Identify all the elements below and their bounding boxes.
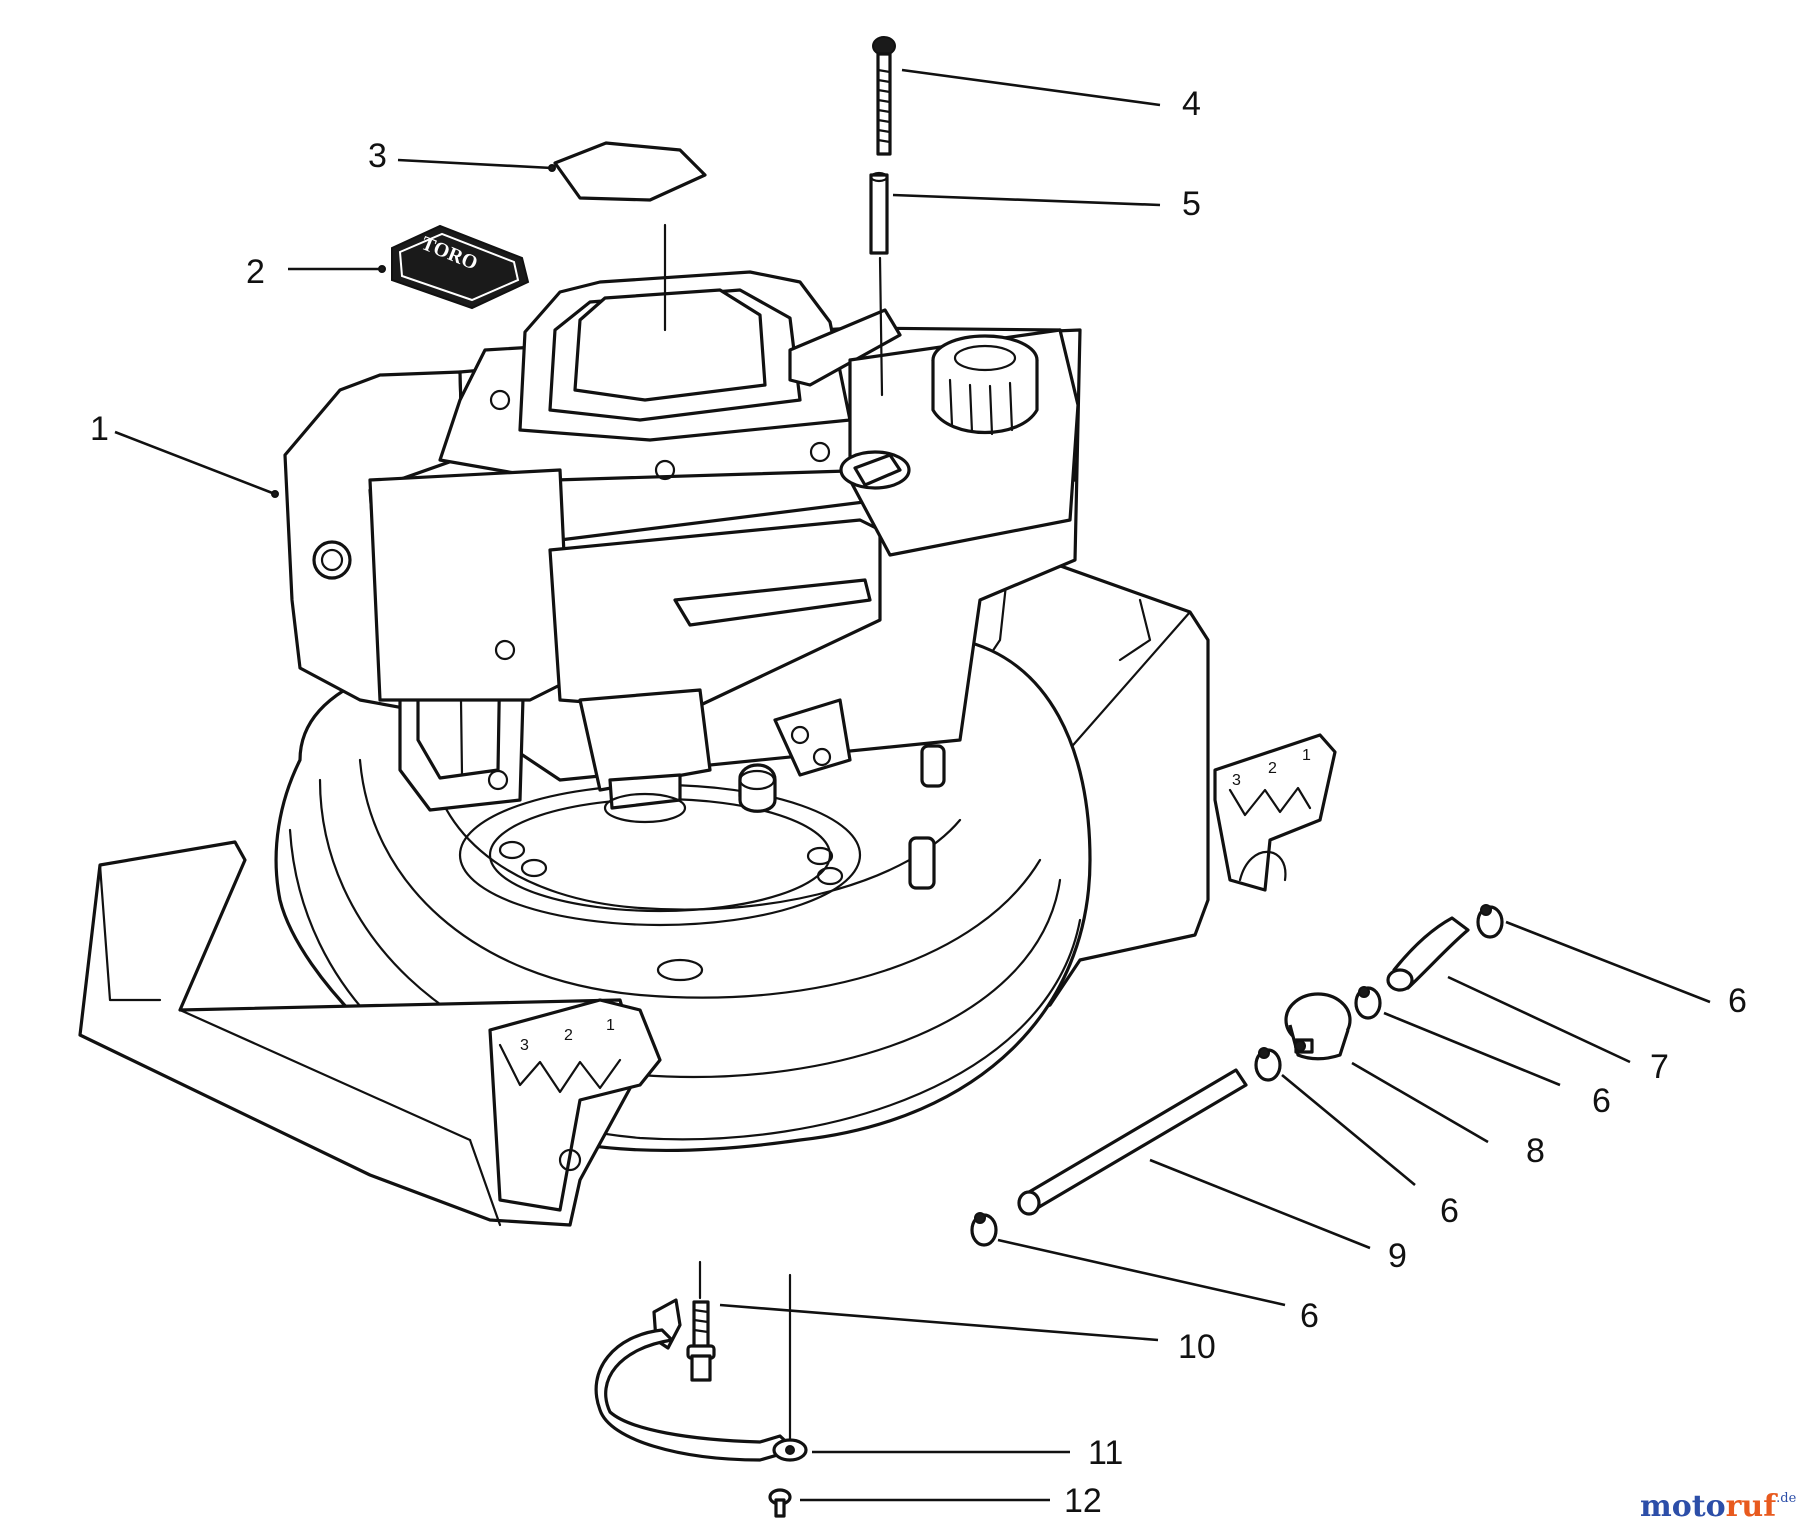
- callout-2: 2: [246, 253, 265, 291]
- hose-clamp-d: [970, 1212, 998, 1247]
- callout-6b: 6: [1592, 1082, 1611, 1120]
- callout-6d: 6: [1300, 1297, 1319, 1335]
- callout-5: 5: [1182, 185, 1201, 223]
- callout-4: 4: [1182, 85, 1201, 123]
- mounting-bracket: [594, 1298, 808, 1462]
- callout-12: 12: [1064, 1482, 1102, 1520]
- sleeve: [869, 171, 889, 255]
- watermark-suffix: .de: [1776, 1491, 1796, 1506]
- callout-9: 9: [1388, 1237, 1407, 1275]
- watermark-part1: moto: [1640, 1489, 1726, 1524]
- hose-clamp-c: [1254, 1047, 1282, 1082]
- adjuster-mark-3: 3: [520, 1037, 529, 1054]
- rear-adjuster-mark-2: 2: [1268, 760, 1277, 777]
- shoulder-bolt: [686, 1300, 716, 1382]
- callout-6c: 6: [1440, 1192, 1459, 1230]
- adjuster-mark-1: 1: [606, 1017, 615, 1034]
- leader-lines: [114, 68, 1711, 1502]
- callout-10: 10: [1178, 1328, 1216, 1366]
- watermark: motoruf.de: [1640, 1489, 1797, 1524]
- callout-7: 7: [1650, 1048, 1669, 1086]
- callout-11: 11: [1088, 1434, 1123, 1472]
- rear-adjuster-mark-1: 1: [1302, 747, 1311, 764]
- air-filter: [553, 141, 707, 202]
- short-hose: [1386, 916, 1470, 992]
- vent-fitting: [1284, 992, 1352, 1061]
- toro-decal: TORO: [391, 224, 530, 310]
- long-hose: [1017, 1068, 1248, 1216]
- screw: [768, 1488, 792, 1518]
- sleeve-guide-line: [878, 256, 884, 397]
- height-adjuster-rear: 3 2 1: [1213, 733, 1337, 892]
- rear-adjuster-mark-3: 3: [1232, 772, 1241, 789]
- watermark-part2: ruf: [1726, 1489, 1779, 1524]
- height-adjuster-front: 3 2 1: [488, 998, 662, 1212]
- callout-6a: 6: [1728, 982, 1747, 1020]
- callout-8: 8: [1526, 1132, 1545, 1170]
- svg-text:motoruf.de: motoruf.de: [1640, 1489, 1797, 1524]
- hose-clamp-b: [1354, 986, 1382, 1020]
- hose-clamp-a: [1476, 904, 1504, 939]
- long-bolt: [872, 36, 896, 156]
- adjuster-mark-2: 2: [564, 1027, 573, 1044]
- engine: [283, 270, 1082, 824]
- callout-1: 1: [90, 410, 109, 448]
- callout-3: 3: [368, 137, 387, 175]
